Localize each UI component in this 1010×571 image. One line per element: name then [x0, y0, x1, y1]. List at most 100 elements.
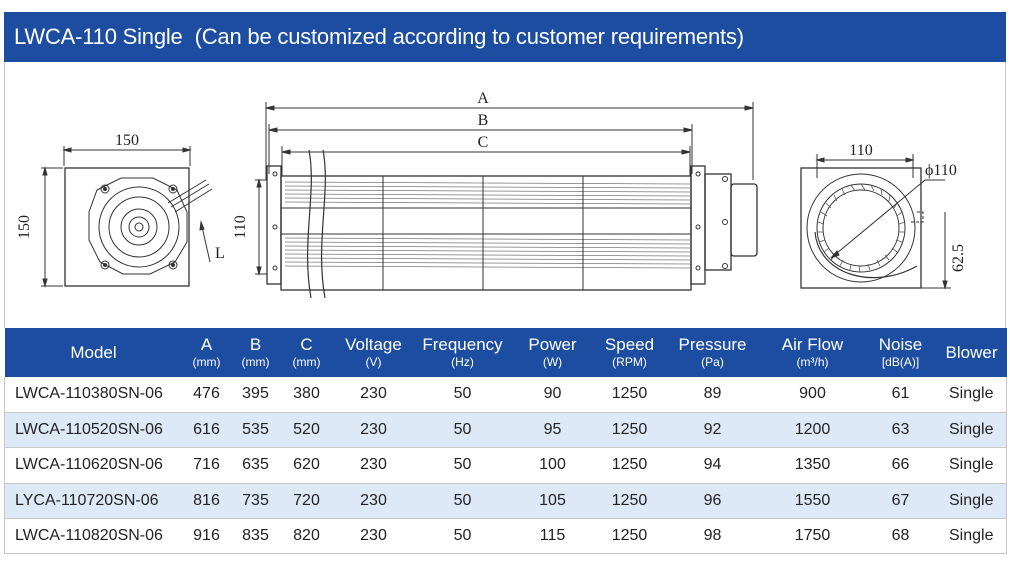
- value-cell: 89: [703, 385, 722, 403]
- value-cell: 1750: [794, 527, 831, 545]
- column-header-label: B: [249, 335, 262, 354]
- value-cell: 66: [891, 456, 910, 474]
- value-cell: Single: [949, 527, 994, 545]
- value-cell: 94: [703, 456, 722, 474]
- value-cell: 716: [193, 456, 220, 474]
- value-cell: 835: [242, 527, 269, 545]
- column-header-label: Voltage: [345, 335, 402, 354]
- value-cell: 1250: [611, 527, 648, 545]
- model-cell: LYCA-110720SN-06: [15, 491, 159, 509]
- value-cell: 92: [703, 421, 722, 439]
- value-cell: 916: [193, 527, 220, 545]
- value-cell: 50: [453, 491, 472, 509]
- model-cell: LWCA-110380SN-06: [15, 385, 163, 403]
- value-cell: 63: [891, 421, 910, 439]
- column-header-label: Power: [528, 335, 577, 354]
- value-cell: 230: [360, 456, 387, 474]
- table-row: LWCA-110620SN-06 716 635 620 230 50 100 1250 94 1…: [4, 448, 1007, 484]
- column-header: Air Flow(m³/h): [761, 328, 865, 377]
- dim-left-height: 150: [16, 215, 33, 239]
- dim-c-label: C: [478, 134, 489, 151]
- dim-a-label: A: [477, 90, 489, 107]
- column-header: Speed(RPM): [595, 328, 665, 377]
- value-cell: 1350: [794, 456, 831, 474]
- value-cell: 1250: [611, 456, 648, 474]
- column-header-label: Model: [70, 343, 117, 362]
- value-cell: 50: [453, 385, 472, 403]
- dim-left-width: 150: [115, 132, 139, 149]
- value-cell: 230: [360, 421, 387, 439]
- column-header-label: Frequency: [422, 335, 503, 354]
- value-cell: 50: [453, 456, 472, 474]
- title-bar: LWCA-110 Single (Can be customized accor…: [4, 12, 1006, 62]
- value-cell: 720: [293, 491, 320, 509]
- column-header-label: C: [300, 335, 313, 354]
- model-cell: LWCA-110820SN-06: [15, 527, 163, 545]
- value-cell: 380: [293, 385, 320, 403]
- value-cell: 820: [293, 527, 320, 545]
- column-header: Power(W): [511, 328, 595, 377]
- value-cell: 115: [539, 527, 566, 545]
- value-cell: 535: [242, 421, 269, 439]
- value-cell: 635: [242, 456, 269, 474]
- value-cell: 1200: [794, 421, 831, 439]
- column-header: Voltage(V): [333, 328, 415, 377]
- column-header-label: Noise: [878, 335, 923, 354]
- value-cell: 816: [193, 491, 220, 509]
- column-header-label: Pressure: [678, 335, 747, 354]
- column-header-unit: (RPM): [612, 355, 647, 369]
- column-header: B(mm): [231, 328, 281, 377]
- value-cell: 1250: [611, 421, 648, 439]
- model-cell: LWCA-110620SN-06: [15, 456, 163, 474]
- value-cell: 520: [293, 421, 320, 439]
- column-header-label: Blower: [945, 343, 998, 362]
- value-cell: 61: [891, 385, 910, 403]
- value-cell: 1250: [611, 491, 648, 509]
- column-header: A(mm): [183, 328, 231, 377]
- blower-end-view: [800, 154, 951, 290]
- rotor-side-view: [255, 102, 758, 299]
- column-header-unit: (mm): [292, 355, 321, 369]
- value-cell: 900: [799, 385, 826, 403]
- value-cell: 98: [703, 527, 722, 545]
- value-cell: 616: [193, 421, 220, 439]
- value-cell: 95: [543, 421, 562, 439]
- model-cell: LWCA-110520SN-06: [15, 421, 163, 439]
- value-cell: 90: [543, 385, 562, 403]
- value-cell: 50: [453, 527, 472, 545]
- column-header-unit: (W): [542, 355, 563, 369]
- column-header-unit: (Pa): [701, 355, 724, 369]
- value-cell: Single: [949, 385, 994, 403]
- dim-rotor-height: 110: [232, 215, 249, 238]
- value-cell: 1250: [611, 385, 648, 403]
- value-cell: Single: [949, 421, 994, 439]
- motor-end-view: [41, 146, 213, 288]
- value-cell: 620: [293, 456, 320, 474]
- value-cell: 67: [891, 491, 910, 509]
- column-header-unit: (V): [365, 355, 382, 369]
- column-header-unit: (Hz): [451, 355, 474, 369]
- cable-length-label: L: [215, 245, 225, 262]
- column-header: Noise[dB(A)]: [865, 328, 937, 377]
- column-header: Frequency(Hz): [415, 328, 511, 377]
- column-header: C(mm): [281, 328, 333, 377]
- value-cell: 68: [891, 527, 910, 545]
- value-cell: 476: [193, 385, 220, 403]
- column-header-unit: (mm): [241, 355, 270, 369]
- dim-right-diameter: ϕ110: [925, 162, 957, 179]
- column-header-unit: [dB(A)]: [881, 355, 920, 369]
- technical-drawing: 150 150 L A B C 110 110 ϕ110 62.5: [4, 62, 1006, 328]
- title-note: (Can be customized according to customer…: [194, 24, 744, 49]
- column-header-label: A: [200, 335, 213, 354]
- value-cell: 50: [453, 421, 472, 439]
- value-cell: 395: [242, 385, 269, 403]
- value-cell: 100: [539, 456, 566, 474]
- table-row: LWCA-110520SN-06 616 535 520 230 50 95 1250 92 12…: [4, 412, 1007, 448]
- dim-right-offset: 62.5: [950, 244, 967, 272]
- product-title: LWCA-110 Single: [14, 24, 183, 49]
